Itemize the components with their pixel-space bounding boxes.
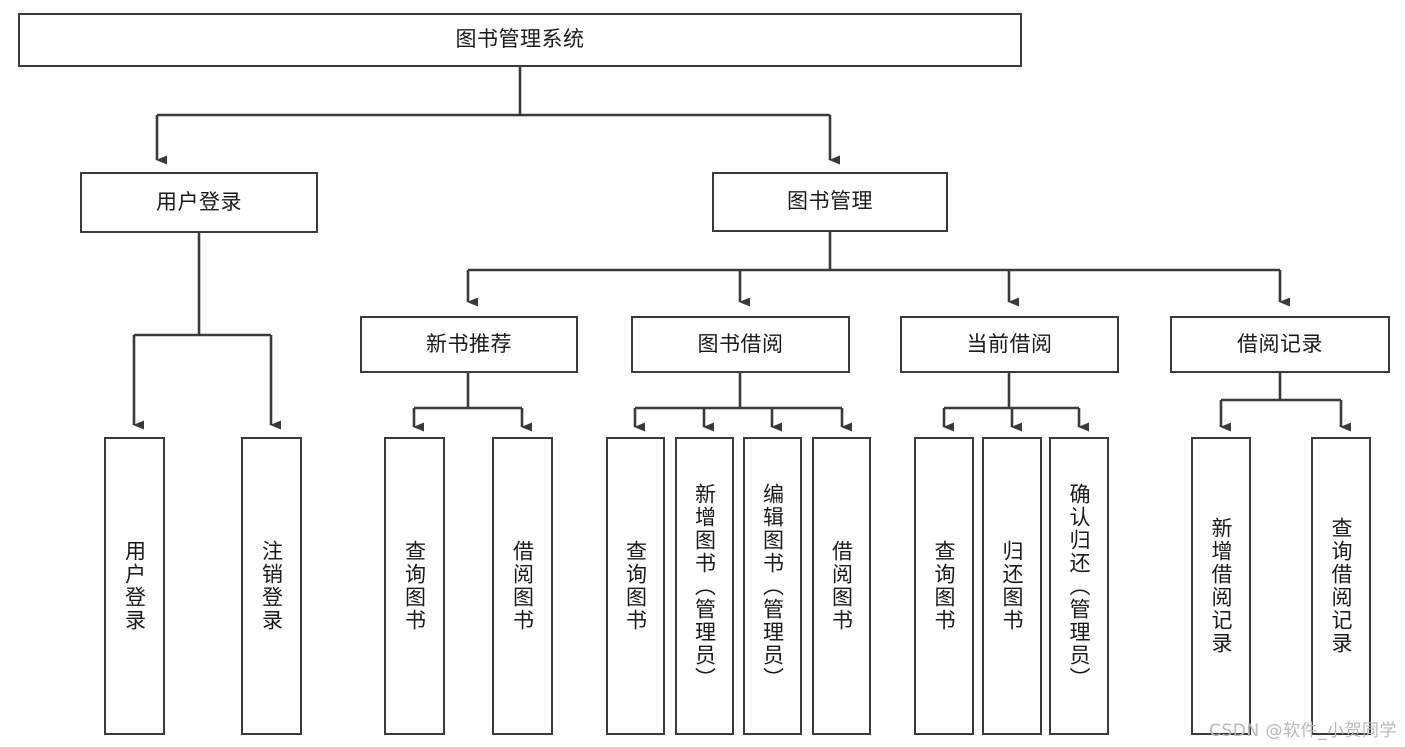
leaf-label: 注销登录 — [259, 540, 284, 632]
node-new-book-recommend[interactable]: 新书推荐 — [360, 316, 578, 373]
leaf-label: 借阅图书 — [510, 540, 535, 632]
leaf-label: 查询图书 — [402, 540, 427, 632]
watermark-text: CSDN @软件_小贺同学 — [1209, 721, 1397, 741]
leaf-user-login-login[interactable]: 用户登录 — [104, 437, 165, 735]
leaf-label: 借阅图书 — [829, 540, 854, 632]
node-borrow-record[interactable]: 借阅记录 — [1170, 316, 1390, 373]
leaf-label: 编辑图书（管理员） — [760, 482, 785, 690]
node-root-system[interactable]: 图书管理系统 — [18, 13, 1022, 67]
leaf-label: 查询图书 — [932, 540, 956, 632]
leaf-label: 查询图书 — [623, 540, 648, 632]
node-book-borrow[interactable]: 图书借阅 — [631, 316, 850, 373]
leaf-label: 新增图书（管理员） — [692, 482, 717, 690]
leaf-record-add-record[interactable]: 新增借阅记录 — [1191, 437, 1251, 735]
leaf-current-return-book[interactable]: 归还图书 — [982, 437, 1042, 735]
leaf-borrow-borrow-book[interactable]: 借阅图书 — [812, 437, 871, 735]
node-current-borrow[interactable]: 当前借阅 — [900, 316, 1119, 373]
leaf-label: 查询借阅记录 — [1329, 517, 1353, 655]
leaf-borrow-add-book-admin[interactable]: 新增图书（管理员） — [675, 437, 734, 735]
leaf-label: 归还图书 — [1000, 540, 1024, 632]
leaf-current-confirm-return-admin[interactable]: 确认归还（管理员） — [1049, 437, 1109, 735]
leaf-recommend-borrow-book[interactable]: 借阅图书 — [492, 437, 553, 735]
leaf-borrow-query-book[interactable]: 查询图书 — [606, 437, 665, 735]
node-user-login[interactable]: 用户登录 — [80, 172, 318, 233]
node-book-management[interactable]: 图书管理 — [712, 172, 948, 232]
leaf-borrow-edit-book-admin[interactable]: 编辑图书（管理员） — [743, 437, 802, 735]
leaf-record-query-record[interactable]: 查询借阅记录 — [1311, 437, 1371, 735]
leaf-label: 确认归还（管理员） — [1067, 482, 1091, 690]
leaf-current-query-book[interactable]: 查询图书 — [914, 437, 974, 735]
leaf-label: 新增借阅记录 — [1209, 517, 1233, 655]
leaf-user-login-logout[interactable]: 注销登录 — [241, 437, 302, 735]
leaf-recommend-query-book[interactable]: 查询图书 — [384, 437, 445, 735]
leaf-label: 用户登录 — [122, 540, 147, 632]
